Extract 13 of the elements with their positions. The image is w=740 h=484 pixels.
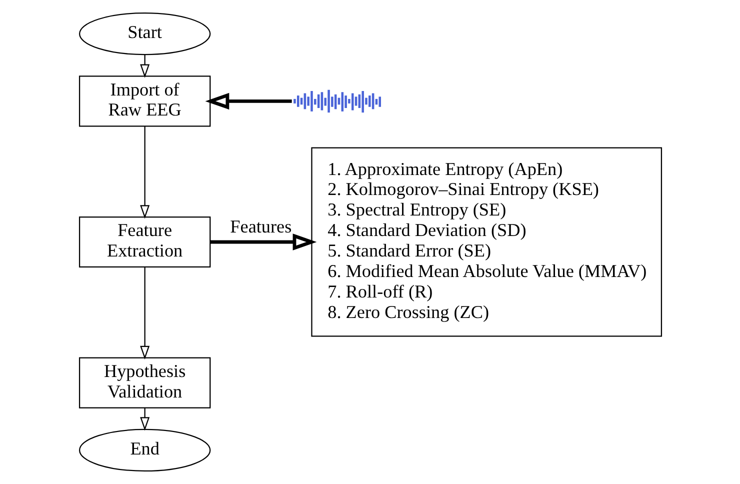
node-ellipse: End (78, 428, 210, 472)
arrow (140, 267, 150, 360)
arrow (140, 54, 150, 78)
arrow (140, 408, 150, 431)
node-box: Hypothesis Validation (78, 357, 210, 408)
node-box: Feature Extraction (78, 216, 210, 268)
node-box: Import of Raw EEG (78, 76, 210, 127)
node-ellipse: Start (78, 12, 210, 56)
arrow (204, 92, 292, 110)
edge-label: Features (230, 216, 292, 237)
node-box: 1. Approximate Entropy (ApEn) 2. Kolmogorov–Sinai Entropy (KSE) 3. Spectral Entropy (SE) 4. Standard Deviation (SD) 5. Standard Error (SE) 6. Modified Mean Absolute Value (MMAV) 7. Roll-off (R) 8. Zero Crossing (ZC) (310, 147, 662, 337)
arrow (210, 234, 316, 250)
arrow (140, 126, 150, 219)
